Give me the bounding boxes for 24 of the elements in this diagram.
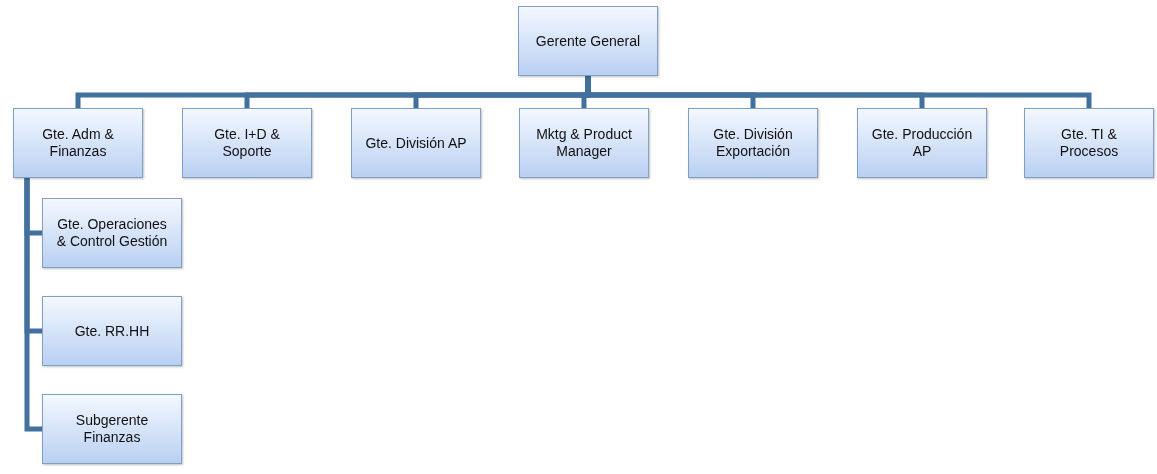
org-box xyxy=(42,394,182,464)
position-title: Mktg & Product Manager xyxy=(535,126,633,160)
org-box xyxy=(519,108,649,178)
position-title: Gte. Adm & Finanzas xyxy=(41,126,115,160)
connector-line xyxy=(24,178,42,432)
org-box xyxy=(518,6,658,76)
org-box xyxy=(42,296,182,366)
org-box xyxy=(688,108,818,178)
org-box xyxy=(857,108,987,178)
org-box xyxy=(182,108,312,178)
org-box xyxy=(351,108,481,178)
position-title: Gte. TI & Procesos xyxy=(1058,126,1120,160)
position-title: Gte. RR.HH xyxy=(74,322,150,340)
position-title: Gte. Operaciones & Control Gestión xyxy=(55,216,169,250)
org-box xyxy=(42,198,182,268)
position-title: Gte. División AP xyxy=(365,134,467,152)
position-title: Gte. División Exportación xyxy=(712,126,794,160)
position-title: Gte. Producción AP xyxy=(870,126,974,160)
org-box xyxy=(13,108,143,178)
org-box xyxy=(1024,108,1154,178)
position-title: Gerente General xyxy=(535,32,641,50)
position-title: Subgerente Finanzas xyxy=(74,412,150,446)
position-title: Gte. I+D & Soporte xyxy=(213,126,281,160)
connector-line xyxy=(585,76,1092,108)
